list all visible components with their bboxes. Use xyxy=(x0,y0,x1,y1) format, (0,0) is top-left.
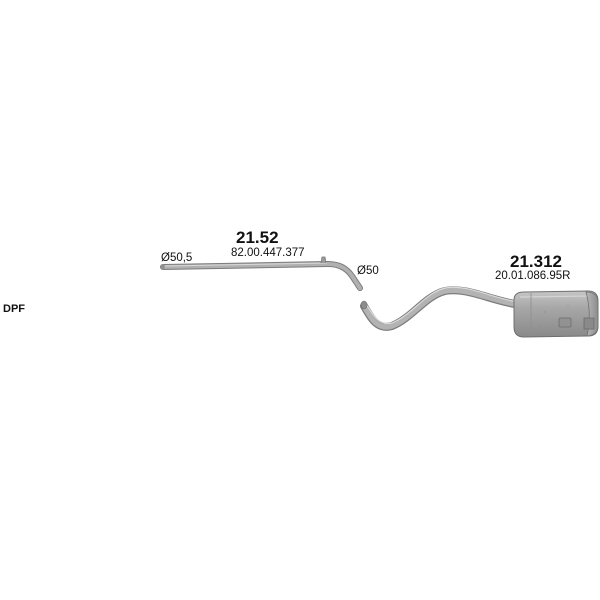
front-pipe-21-52 xyxy=(160,256,363,291)
rear-muffler xyxy=(513,290,599,338)
part-number-21-312: 21.312 xyxy=(510,252,562,271)
part-number-21-52: 21.52 xyxy=(236,228,279,247)
rear-pipe-21-312 xyxy=(360,286,519,331)
diameter-inlet-label: Ø50,5 xyxy=(161,252,193,264)
oem-number-21-52: 82.00.447.377 xyxy=(231,247,305,259)
oem-number-21-312: 20.01.086.95R xyxy=(495,270,571,282)
diameter-outlet-label: Ø50 xyxy=(357,265,379,277)
dpf-label: DPF xyxy=(3,303,25,315)
